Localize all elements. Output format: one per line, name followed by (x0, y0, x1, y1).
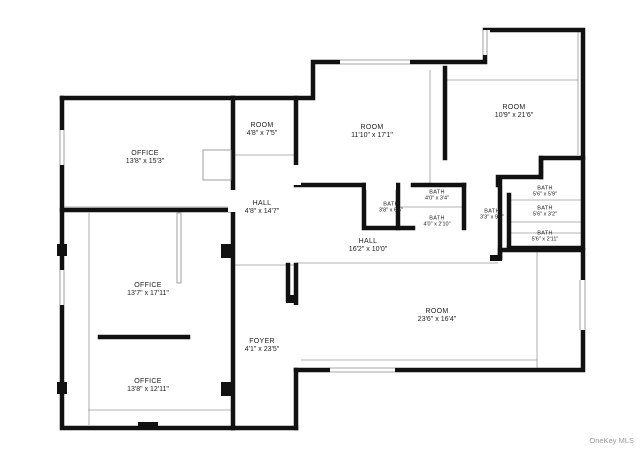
openings (57, 30, 588, 375)
window-marks (59, 30, 586, 373)
walls (59, 27, 586, 431)
watermark: OneKey MLS (589, 436, 634, 445)
thin-lines (62, 32, 582, 425)
wall-blocks (57, 244, 502, 430)
